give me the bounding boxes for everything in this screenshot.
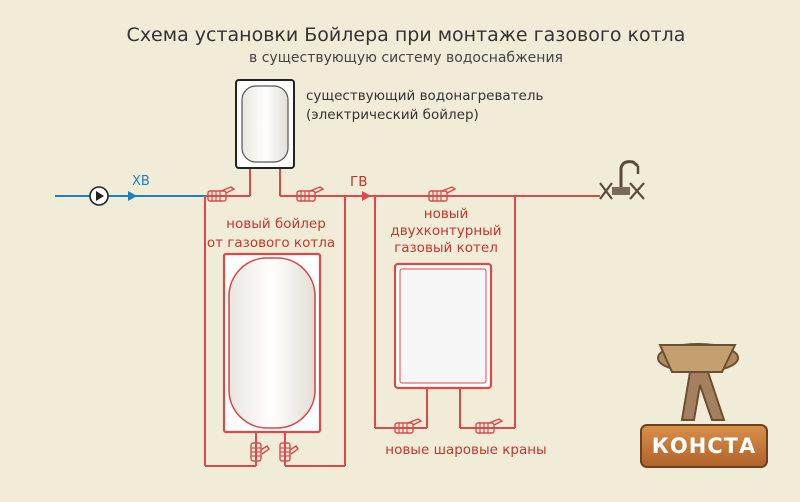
- gas-boiler-label-line2: двухконтурный: [390, 223, 502, 239]
- pump-icon: [89, 186, 109, 206]
- flow-arrow-icon: [362, 191, 371, 201]
- ball-valve-icon: [207, 186, 235, 202]
- faucet-icon: [599, 160, 645, 200]
- new-boiler-label-line2: от газового котла: [206, 235, 336, 251]
- diagram-subtitle: в существующую систему водоснабжения: [249, 50, 563, 66]
- existing-water-heater: [235, 79, 295, 169]
- hot-water-pipes: [204, 166, 600, 467]
- gas-boiler-label-line3: газовый котел: [394, 240, 498, 256]
- existing-heater-label-line1: существующий водонагреватель: [306, 88, 544, 104]
- cold-water-pipe: [55, 191, 205, 201]
- ball-valve-icon: [296, 186, 324, 202]
- ball-valve-icon: [279, 442, 299, 462]
- new-boiler-label-line1: новый бойлер: [226, 216, 326, 232]
- gas-boiler: [393, 262, 493, 390]
- konsta-logo: [640, 343, 768, 468]
- ball-valve-icon: [428, 186, 456, 202]
- ball-valve-icon: [475, 418, 503, 434]
- hot-water-label: ГВ: [350, 174, 368, 190]
- ball-valve-icon: [250, 442, 270, 462]
- ball-valves-label: новые шаровые краны: [385, 442, 547, 458]
- ball-valve-icon: [394, 418, 422, 434]
- cold-water-label: ХВ: [132, 174, 150, 189]
- gas-boiler-label-line1: новый: [423, 206, 469, 222]
- logo-text: КОНСТА: [651, 434, 757, 458]
- diagram-title: Схема установки Бойлера при монтаже газо…: [126, 24, 686, 46]
- new-boiler-tank: [222, 252, 322, 434]
- existing-heater-label-line2: (электрический бойлер): [306, 107, 479, 123]
